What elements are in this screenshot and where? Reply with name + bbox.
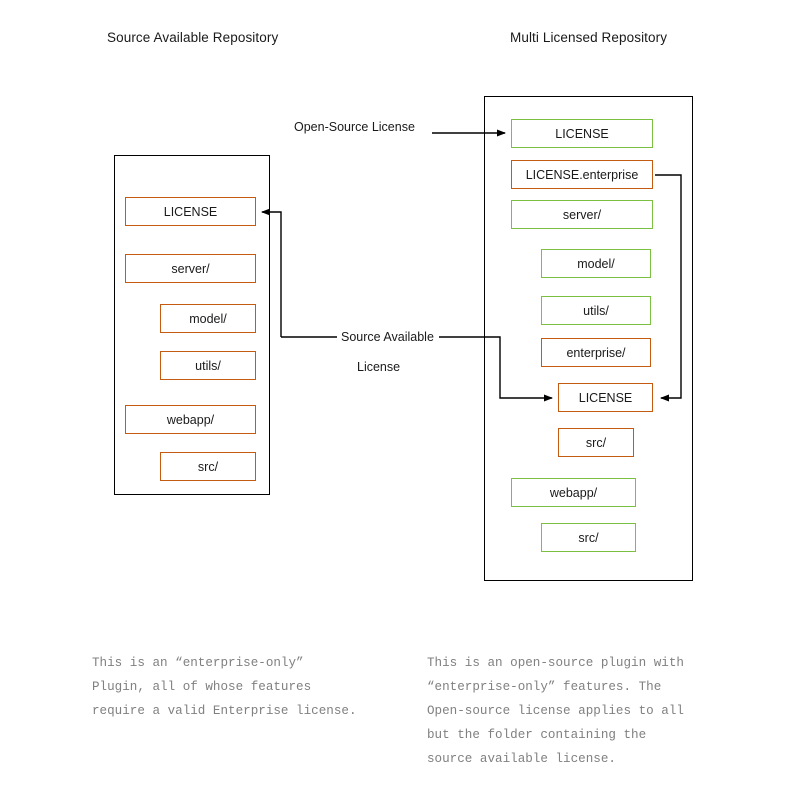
right-repo-title: Multi Licensed Repository [510, 30, 668, 45]
right-node-webapp[interactable]: webapp/ [511, 478, 636, 507]
left-node-model[interactable]: model/ [160, 304, 256, 333]
left-repo-caption: This is an “enterprise-only” Plugin, all… [92, 656, 357, 718]
left-node-src[interactable]: src/ [160, 452, 256, 481]
right-node-webapp-src[interactable]: src/ [541, 523, 636, 552]
right-repo-caption: This is an open-source plugin with “ente… [427, 656, 684, 766]
right-node-server[interactable]: server/ [511, 200, 653, 229]
edge-label-source-available-line1: Source Available [341, 330, 434, 344]
edge-label-open-source-license: Open-Source License [294, 120, 415, 134]
edge-label-source-available-line2: License [357, 360, 401, 374]
left-node-utils[interactable]: utils/ [160, 351, 256, 380]
left-repo-title: Source Available Repository [107, 30, 279, 45]
left-node-license[interactable]: LICENSE [125, 197, 256, 226]
right-node-utils[interactable]: utils/ [541, 296, 651, 325]
left-node-server[interactable]: server/ [125, 254, 256, 283]
right-node-enterprise[interactable]: enterprise/ [541, 338, 651, 367]
right-node-license[interactable]: LICENSE [511, 119, 653, 148]
right-node-enterprise-license[interactable]: LICENSE [558, 383, 653, 412]
right-node-license-enterprise[interactable]: LICENSE.enterprise [511, 160, 653, 189]
right-node-enterprise-src[interactable]: src/ [558, 428, 634, 457]
left-node-webapp[interactable]: webapp/ [125, 405, 256, 434]
right-node-model[interactable]: model/ [541, 249, 651, 278]
